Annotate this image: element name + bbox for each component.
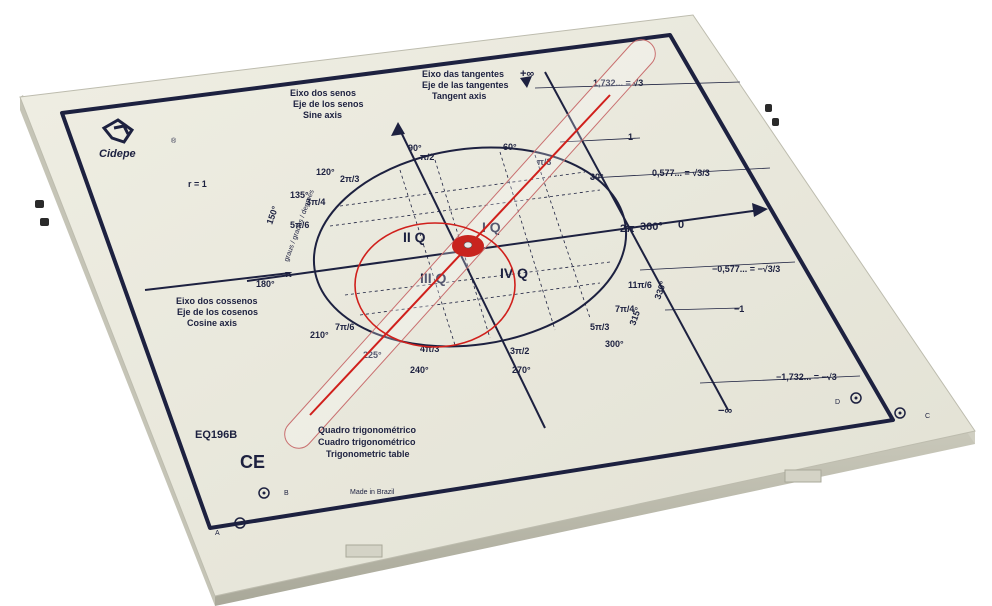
deg-225: 225°	[363, 350, 382, 360]
pivot-screw	[463, 241, 473, 249]
tan-neg-1: −1	[734, 304, 744, 314]
title-en: Trigonometric table	[326, 449, 410, 459]
sine-axis-pt: Eixo dos senos	[290, 88, 356, 98]
tan-0577: 0,577... = √3/3	[652, 168, 710, 178]
ce-mark: CE	[240, 452, 265, 472]
deg-0: 0	[678, 219, 684, 231]
reference-grid	[329, 151, 611, 346]
deg-360: 360°	[640, 221, 663, 233]
rad-pi: π	[285, 269, 292, 279]
tan-1: 1	[628, 132, 633, 142]
cidepe-logo: Cidepe ®	[99, 118, 177, 160]
deg-30: 30°	[590, 172, 604, 182]
deg-210: 210°	[310, 330, 329, 340]
red-trace-circle	[354, 222, 516, 348]
corner-d: D	[835, 399, 840, 406]
deg-270: 270°	[512, 365, 531, 375]
deg-135: 135°	[290, 190, 309, 200]
deg-120: 120°	[316, 167, 335, 177]
rad-11pi-6: 11π/6	[628, 280, 652, 290]
rad-pi-3: π/3	[537, 157, 551, 167]
deg-90: 90°	[408, 143, 422, 153]
rad-4pi-3: 4π/3	[420, 344, 439, 354]
sine-axis-es: Eje de los senos	[293, 99, 364, 109]
rad-2pi-3: 2π/3	[340, 174, 359, 184]
deg-240: 240°	[410, 365, 429, 375]
title-es: Cuadro trigonométrico	[318, 437, 416, 447]
corner-c: C	[925, 413, 930, 420]
transparent-ruler	[284, 39, 656, 449]
cosine-axis-line	[246, 209, 761, 282]
corner-markers: A B C D	[215, 392, 930, 537]
rad-2pi: 2π	[620, 223, 635, 235]
registered-mark: ®	[171, 137, 177, 145]
cosine-axis-pt: Eixo dos cossenos	[176, 296, 258, 306]
rad-3pi-4: 3π/4	[306, 197, 325, 207]
title-pt: Quadro trigonométrico	[318, 425, 417, 435]
radius-label: r = 1	[188, 179, 207, 189]
tangent-axis-pt: Eixo das tangentes	[422, 69, 504, 79]
radian-labels: 2π π π/2 π/3 2π/3 3π/4 5π/6 7π/6 4π/3 3π…	[285, 152, 652, 356]
cosine-axis-en: Cosine axis	[187, 318, 237, 328]
tangent-axis-line	[544, 71, 729, 411]
axis-arrows	[391, 76, 768, 217]
tan-neg-0577: −0,577... = −√3/3	[712, 264, 780, 274]
tangent-arrow-icon	[520, 76, 532, 88]
quadrant-2: II Q	[403, 229, 426, 245]
rad-7pi-4: 7π/4	[615, 304, 634, 314]
sine-arrow-icon	[391, 122, 405, 136]
rad-pi-2: π/2	[420, 152, 434, 162]
rad-3pi-2: 3π/2	[510, 346, 529, 356]
cosine-axis-es: Eje de los cosenos	[177, 307, 258, 317]
cosine-axis-caption: Eixo dos cossenos Eje de los cosenos Cos…	[176, 296, 258, 328]
corner-a: A	[215, 530, 220, 537]
sine-axis-caption: Eixo dos senos Eje de los senos Sine axi…	[290, 88, 364, 120]
cosine-arrow-icon	[752, 203, 768, 217]
tan-neg-inf: −∞	[718, 405, 732, 417]
deg-300: 300°	[605, 339, 624, 349]
sine-axis-en: Sine axis	[303, 110, 342, 120]
tan-1732: 1,732... = √3	[593, 78, 643, 88]
quadrant-3: III Q	[420, 270, 447, 286]
quadrant-1: I Q	[482, 219, 501, 235]
tan-neg-1732: −1,732... = −√3	[776, 372, 837, 382]
logo-icon	[101, 118, 135, 144]
corner-b: B	[284, 490, 289, 497]
deg-180: 180°	[256, 279, 275, 289]
tangent-value-lines	[534, 81, 861, 384]
model-code: EQ196B	[195, 429, 237, 441]
board-surface	[19, 14, 976, 597]
made-in: Made in Brazil	[350, 489, 395, 496]
rad-5pi-3: 5π/3	[590, 322, 609, 332]
tan-pos-inf: +∞	[520, 68, 534, 80]
tangent-values: +∞ 1,732... = √3 1 0,577... = √3/3 −0,57…	[520, 68, 837, 417]
tangent-axis-en: Tangent axis	[432, 91, 486, 101]
brand-name: Cidepe	[99, 148, 136, 160]
unit-circle	[312, 146, 628, 348]
rad-7pi-6: 7π/6	[335, 322, 354, 332]
board-clips	[35, 104, 822, 558]
rad-5pi-6: 5π/6	[290, 220, 309, 230]
deg-60: 60°	[503, 142, 517, 152]
table-title-block: EQ196B CE Quadro trigonométrico Cuadro t…	[195, 425, 417, 496]
degree-labels: 90° 60° 120° 135° 150° 180° 210° 225° 24…	[256, 142, 684, 375]
tangent-axis-caption: Eixo das tangentes Eje de las tangentes …	[422, 69, 509, 101]
frame-border	[60, 33, 895, 530]
tangent-axis-es: Eje de las tangentes	[422, 80, 509, 90]
